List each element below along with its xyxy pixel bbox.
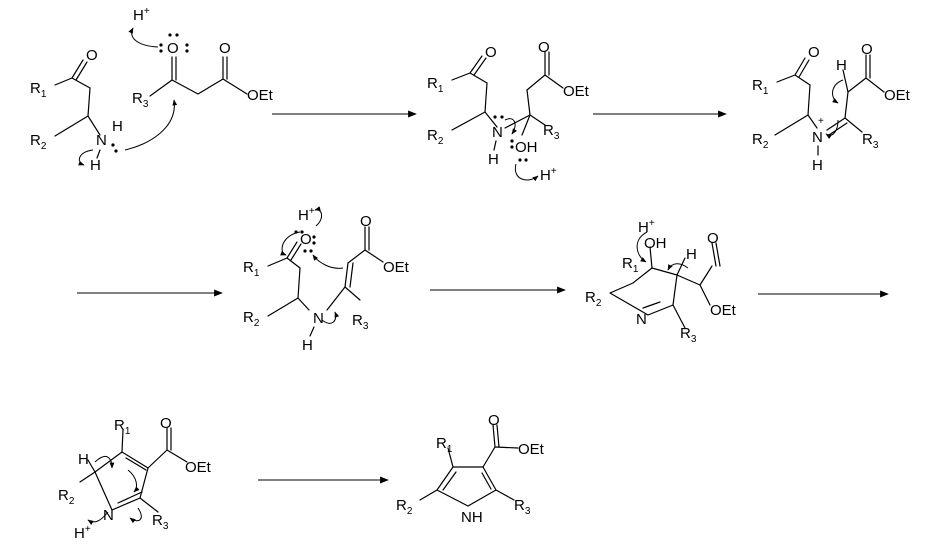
oh-label-5: OH — [644, 235, 667, 252]
oet-label-6: OEt — [185, 459, 212, 476]
oet-label: OEt — [247, 87, 274, 104]
ester-o-label-4: O — [360, 213, 372, 230]
r2-label: R2 — [30, 132, 47, 152]
r3-label-6: R3 — [152, 512, 169, 532]
r1-label-7: R1 — [436, 435, 453, 455]
oh-label-2: OH — [515, 139, 538, 156]
amine-h2-label: H — [90, 157, 101, 174]
ester-o-label-6: O — [160, 415, 172, 432]
structure-keto-ester: O O OEt R3 H+ — [124, 6, 274, 151]
h-plus-label: H+ — [133, 6, 150, 24]
structure-iminium: R1 O R2 N + H H O OEt R3 — [752, 41, 911, 174]
r1-label-6: R1 — [114, 417, 131, 437]
oet-label-5: OEt — [710, 302, 737, 319]
carbonyl-o-label-3: O — [808, 44, 820, 61]
structure-cyclized-alcohol: R2 R1 N OH H+ H O OEt R3 — [585, 218, 737, 345]
r2-label-4: R2 — [243, 309, 260, 329]
carbonyl-o-label: O — [86, 47, 98, 64]
r2-label-6: R2 — [58, 487, 75, 507]
r1-label-4: R1 — [243, 259, 260, 279]
amine-n-label: N — [96, 132, 107, 149]
structure-amino-ketone: R1 O R2 N H H — [30, 47, 123, 174]
oet-label-2: OEt — [563, 83, 590, 100]
r3-label-5: R3 — [680, 325, 697, 345]
ch-h-label: H — [78, 451, 89, 468]
r2-label-5: R2 — [585, 289, 602, 309]
carbonyl-o-label-4: O — [300, 231, 312, 248]
ring-h-label: H — [686, 246, 697, 263]
oet-label-4: OEt — [383, 259, 410, 276]
oet-label-7: OEt — [518, 441, 545, 458]
ketone-o-label: O — [167, 40, 179, 57]
ring-n-label-6: N — [103, 507, 114, 524]
h-plus-label-5: H+ — [638, 218, 655, 236]
structure-pyrrole-product: R1 O OEt R2 R3 NH — [396, 412, 545, 526]
r3-label-2: R3 — [543, 122, 560, 142]
r1-label-2: R1 — [427, 75, 444, 95]
r2-label-7: R2 — [396, 497, 413, 517]
r3-label-4: R3 — [352, 312, 369, 332]
ester-o-label-3: O — [861, 41, 873, 58]
r1-label-5: R1 — [622, 255, 639, 275]
oet-label-3: OEt — [884, 87, 911, 104]
r1-label-3: R1 — [752, 77, 769, 97]
r3-label: R3 — [132, 90, 149, 110]
n-label-2: N — [492, 124, 503, 141]
ring-n-label: N — [636, 311, 647, 328]
carbonyl-o-label-2: O — [485, 44, 497, 61]
r1-label: R1 — [30, 80, 47, 100]
ester-o-label-5: O — [707, 230, 719, 247]
ester-o-label: O — [219, 40, 231, 57]
iminium-plus: + — [818, 116, 824, 127]
h-plus-label-4: H+ — [298, 206, 315, 224]
structure-dihydropyrrole: R1 H R2 N O OEt R3 H+ — [58, 415, 212, 542]
alpha-h-label: H — [836, 57, 847, 74]
amine-h-label: H — [112, 118, 123, 135]
nh-label-2: H — [488, 151, 499, 168]
structure-enamine: R1 O R2 N H O OEt R3 H+ — [243, 206, 410, 354]
enamine-h-label: H — [302, 337, 313, 354]
ester-o-label-2: O — [538, 39, 550, 56]
h-plus-label-6: H+ — [74, 524, 91, 542]
iminium-h-label: H — [812, 157, 823, 174]
h-plus-label-2: H+ — [540, 166, 557, 184]
structure-hemiaminal: R1 O R2 N H O OEt R3 OH H+ — [427, 39, 590, 184]
iminium-n-label: N — [812, 129, 823, 146]
r2-label-3: R2 — [752, 131, 769, 151]
r2-label-2: R2 — [427, 127, 444, 147]
r3-label-7: R3 — [514, 497, 531, 517]
r3-label-3: R3 — [862, 131, 879, 151]
ester-o-label-7: O — [488, 412, 500, 429]
enamine-n-label: N — [313, 310, 324, 327]
pyrrole-nh-label: NH — [461, 509, 483, 526]
